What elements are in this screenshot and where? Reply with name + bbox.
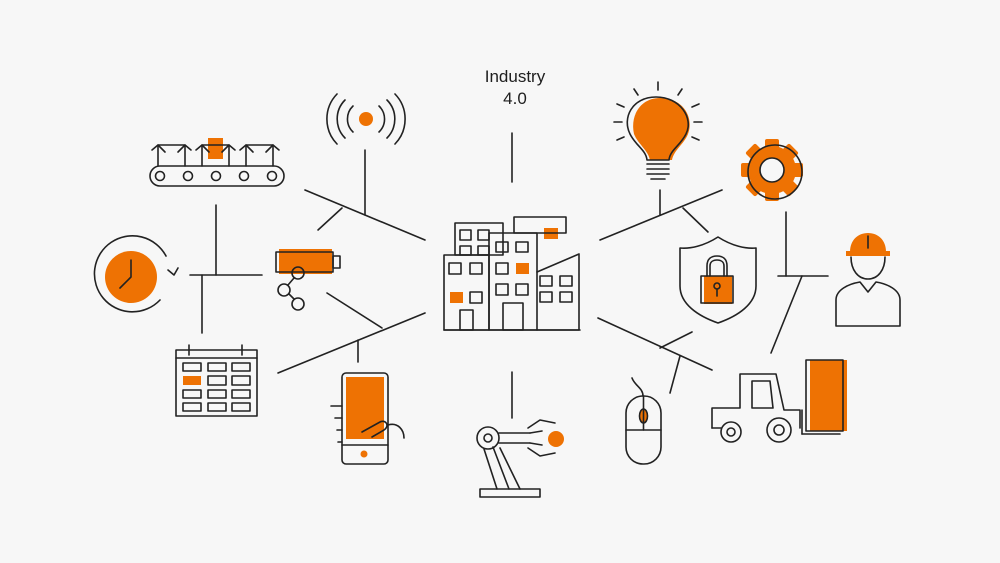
title-line-1: Industry	[484, 67, 546, 86]
gear-icon	[741, 139, 803, 201]
connector-lines	[189, 132, 829, 419]
network-nodes-icon	[277, 266, 305, 311]
factory-buildings-icon	[443, 216, 581, 331]
clock-icon	[93, 235, 179, 313]
calendar-icon	[175, 344, 258, 417]
conveyor-belt-icon	[149, 138, 285, 187]
smartphone-icon	[330, 372, 405, 465]
lightbulb-icon	[613, 81, 703, 180]
robot-arm-icon	[476, 419, 564, 498]
battery-icon	[275, 249, 341, 274]
wireless-antenna-icon	[326, 93, 406, 145]
title-line-2: 4.0	[503, 89, 527, 108]
diagram-title: Industry 4.0	[440, 66, 590, 110]
security-lock-icon	[679, 236, 757, 324]
computer-mouse-icon	[625, 377, 662, 465]
worker-hardhat-icon	[835, 233, 901, 327]
forklift-icon	[711, 359, 847, 443]
